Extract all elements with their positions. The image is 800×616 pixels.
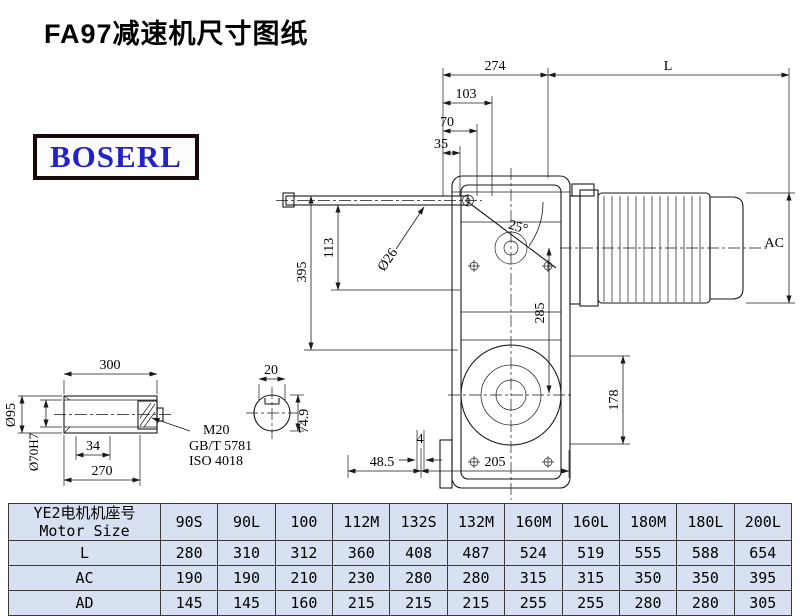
table-cell: 310: [217, 540, 276, 566]
table-header-motor-size: YE2电机机座号 Motor Size: [8, 503, 161, 541]
boserl-logo-text: BOSERL: [50, 139, 182, 174]
table-cell: 255: [561, 590, 620, 616]
table-cell: 395: [733, 565, 793, 591]
table-header-size: 90L: [217, 503, 276, 541]
table-cell: 230: [332, 565, 391, 591]
dim-dia-95: Ø95: [4, 403, 19, 427]
label-std-iso4018: ISO 4018: [189, 454, 243, 469]
label-thread-m20: M20: [203, 423, 229, 438]
dim-angle-25: 25°: [506, 218, 529, 238]
dim-274: 274: [485, 59, 506, 74]
table-cell: 654: [733, 540, 793, 566]
dim-48-5: 48.5: [370, 455, 395, 470]
page-title: FA97减速机尺寸图纸: [44, 19, 309, 49]
dim-285: 285: [533, 303, 548, 324]
row-label-L: L: [8, 540, 161, 566]
table-cell: 215: [332, 590, 391, 616]
table-cell: 215: [389, 590, 448, 616]
table-cell: 190: [217, 565, 276, 591]
shaft-detail-outline: [54, 395, 172, 434]
table-cell: 315: [561, 565, 620, 591]
table-cell: 145: [217, 590, 276, 616]
table-cell: 280: [618, 590, 678, 616]
shaft-detail-dimensions: [18, 371, 191, 486]
table-cell: 408: [389, 540, 448, 566]
table-cell: 487: [446, 540, 506, 566]
table-cell: 190: [159, 565, 219, 591]
table-cell: 215: [446, 590, 506, 616]
table-row-AC: AC 190 190 210 230 280 280 315 315 350 3…: [8, 565, 793, 591]
dim-shaft-dia-26: Ø26: [375, 246, 401, 274]
row-label-AC: AC: [8, 565, 161, 591]
dim-L: L: [664, 59, 673, 74]
key-section-detail: [246, 376, 304, 439]
dim-4: 4: [417, 432, 424, 447]
table-cell: 350: [676, 565, 735, 591]
row-label-AD: AD: [8, 590, 161, 616]
motor-outline: [569, 183, 744, 307]
table-header-size: 160M: [504, 503, 563, 541]
dim-70: 70: [440, 115, 454, 130]
table-header-cn: YE2电机机座号: [33, 504, 136, 523]
dim-103: 103: [456, 87, 477, 102]
table-header-size: 132S: [389, 503, 448, 541]
boserl-logo: BOSERL: [33, 134, 199, 180]
dim-dia-70H7: Ø70H7: [26, 432, 41, 471]
dim-178: 178: [607, 390, 622, 411]
table-header-size: 112M: [332, 503, 391, 541]
table-cell: 145: [159, 590, 219, 616]
table-cell: 280: [389, 565, 448, 591]
centerlines: [276, 168, 768, 500]
dim-74-9: 74.9: [297, 409, 312, 434]
dim-34: 34: [86, 439, 100, 454]
dimension-lines: [308, 72, 792, 474]
table-header-size: 200L: [733, 503, 793, 541]
dim-35: 35: [434, 137, 448, 152]
extension-lines: [304, 68, 795, 478]
table-header-size: 90S: [159, 503, 219, 541]
table-cell: 160: [274, 590, 334, 616]
dim-20: 20: [264, 363, 278, 378]
table-header-row: YE2电机机座号 Motor Size 90S 90L 100 112M 132…: [8, 503, 793, 541]
table-cell: 210: [274, 565, 334, 591]
table-header-size: 180L: [676, 503, 735, 541]
table-cell: 312: [274, 540, 334, 566]
dim-300: 300: [100, 358, 121, 373]
table-cell: 519: [561, 540, 620, 566]
motor-size-table: YE2电机机座号 Motor Size 90S 90L 100 112M 132…: [8, 503, 793, 616]
table-header-size: 132M: [446, 503, 506, 541]
table-header-size: 160L: [561, 503, 620, 541]
dim-205: 205: [485, 455, 506, 470]
table-cell: 305: [733, 590, 793, 616]
table-cell: 280: [676, 590, 735, 616]
dim-395: 395: [295, 262, 310, 283]
dim-270: 270: [92, 464, 113, 479]
table-cell: 588: [676, 540, 735, 566]
table-cell: 360: [332, 540, 391, 566]
table-cell: 280: [159, 540, 219, 566]
table-cell: 255: [504, 590, 563, 616]
table-cell: 524: [504, 540, 563, 566]
table-header-size: 180M: [618, 503, 678, 541]
table-header-size: 100: [274, 503, 334, 541]
table-header-en: Motor Size: [39, 522, 130, 540]
label-std-gbt5781: GB/T 5781: [189, 439, 252, 454]
table-row-AD: AD 145 145 160 215 215 215 255 255 280 2…: [8, 590, 793, 616]
motor-fins: [603, 196, 701, 302]
table-cell: 555: [618, 540, 678, 566]
gearbox-outline: [439, 175, 571, 489]
dim-AC: AC: [765, 236, 784, 251]
table-cell: 350: [618, 565, 678, 591]
table-row-L: L 280 310 312 360 408 487 524 519 555 58…: [8, 540, 793, 566]
dim-113: 113: [322, 238, 337, 258]
table-cell: 315: [504, 565, 563, 591]
table-cell: 280: [446, 565, 506, 591]
